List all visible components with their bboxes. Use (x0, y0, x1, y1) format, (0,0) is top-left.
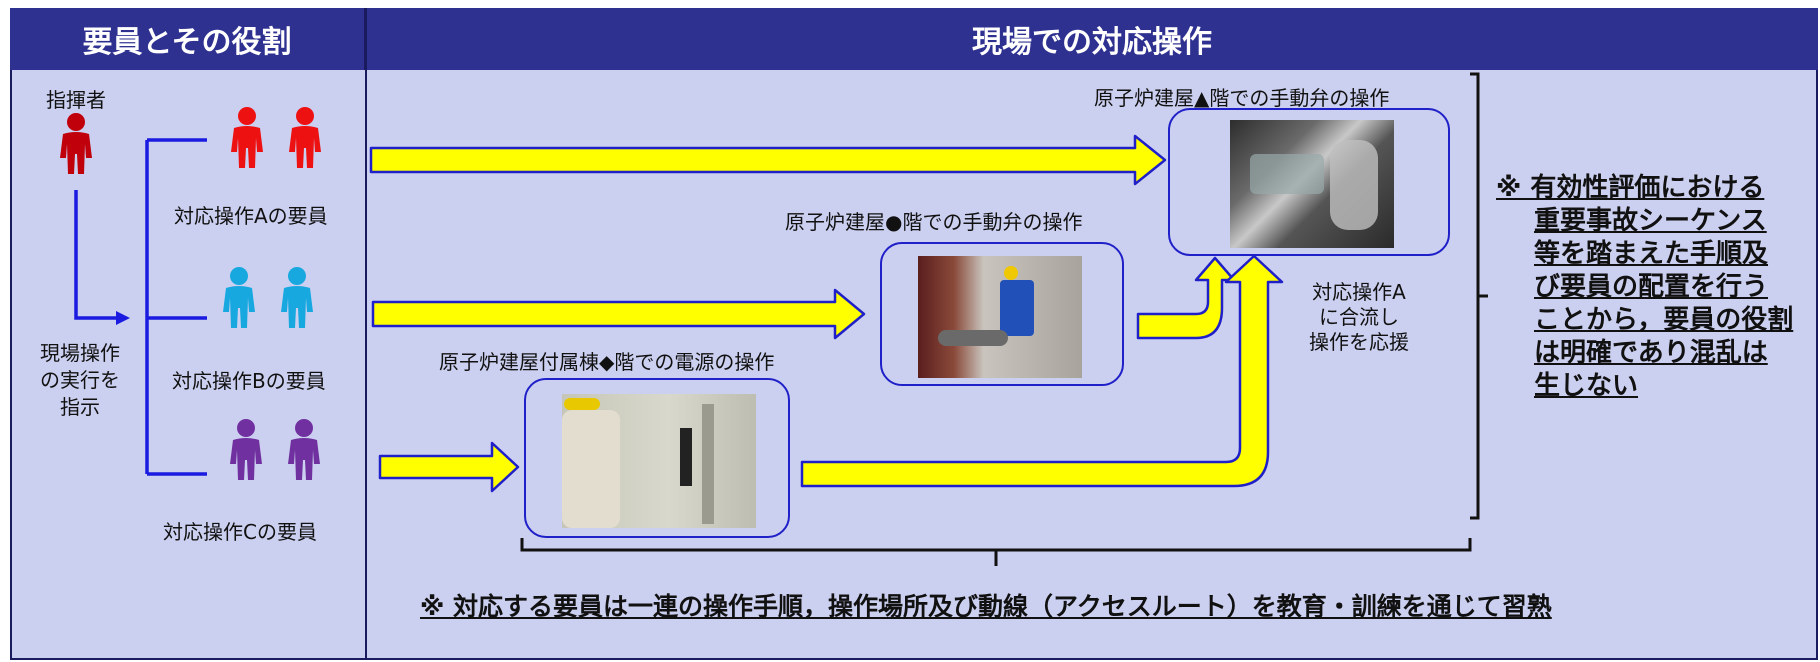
group-a-person-icon (231, 107, 321, 168)
commander-line (74, 190, 126, 320)
bottom-note: ※ 対応する要員は一連の操作手順，操作場所及び動線（アクセスルート）を教育・訓練… (420, 592, 1552, 621)
commander-label: 指揮者 (46, 88, 106, 112)
arrow-up-icon (1136, 256, 1236, 340)
group-a-label: 対応操作Aの要員 (174, 204, 328, 228)
right-note: ※ 有効性評価における 重要事故シーケンス 等を踏まえた手順及 び要員の配置を行… (1496, 173, 1794, 401)
org-lines (74, 138, 207, 476)
photo-manual-valve-b (918, 256, 1082, 378)
group-b-label: 対応操作Bの要員 (172, 369, 326, 393)
photo-box-a (1168, 108, 1450, 256)
commander-person-icon (60, 113, 92, 174)
location-b-label: 原子炉建屋●階での手動弁の操作 (785, 210, 1083, 234)
photo-box-b (880, 242, 1124, 386)
instruct-arrowhead (116, 311, 130, 325)
header-operations: 現場での対応操作 (366, 8, 1818, 70)
bracket-icon (520, 538, 1472, 566)
header-roles: 要員とその役割 (10, 8, 366, 70)
arrow-up-icon (800, 254, 1284, 488)
merge-label: 対応操作A に合流し 操作を応援 (1309, 280, 1409, 354)
column-divider (365, 8, 367, 660)
photo-box-c (524, 378, 790, 538)
arrow-right-icon (371, 288, 866, 340)
group-b-person-icon (223, 267, 313, 328)
location-c-label: 原子炉建屋付属棟◆階での電源の操作 (439, 350, 775, 374)
photo-manual-valve-a (1230, 120, 1394, 248)
instruct-label: 現場操作 の実行を 指示 (40, 341, 120, 419)
group-c-person-icon (230, 419, 320, 480)
group-c-label: 対応操作Cの要員 (163, 520, 317, 544)
arrow-right-icon (378, 441, 520, 493)
bracket-icon (1470, 72, 1488, 520)
arrow-right-icon (369, 134, 1167, 186)
photo-power-panel-c (562, 394, 756, 528)
location-a-label: 原子炉建屋▲階での手動弁の操作 (1094, 86, 1390, 110)
